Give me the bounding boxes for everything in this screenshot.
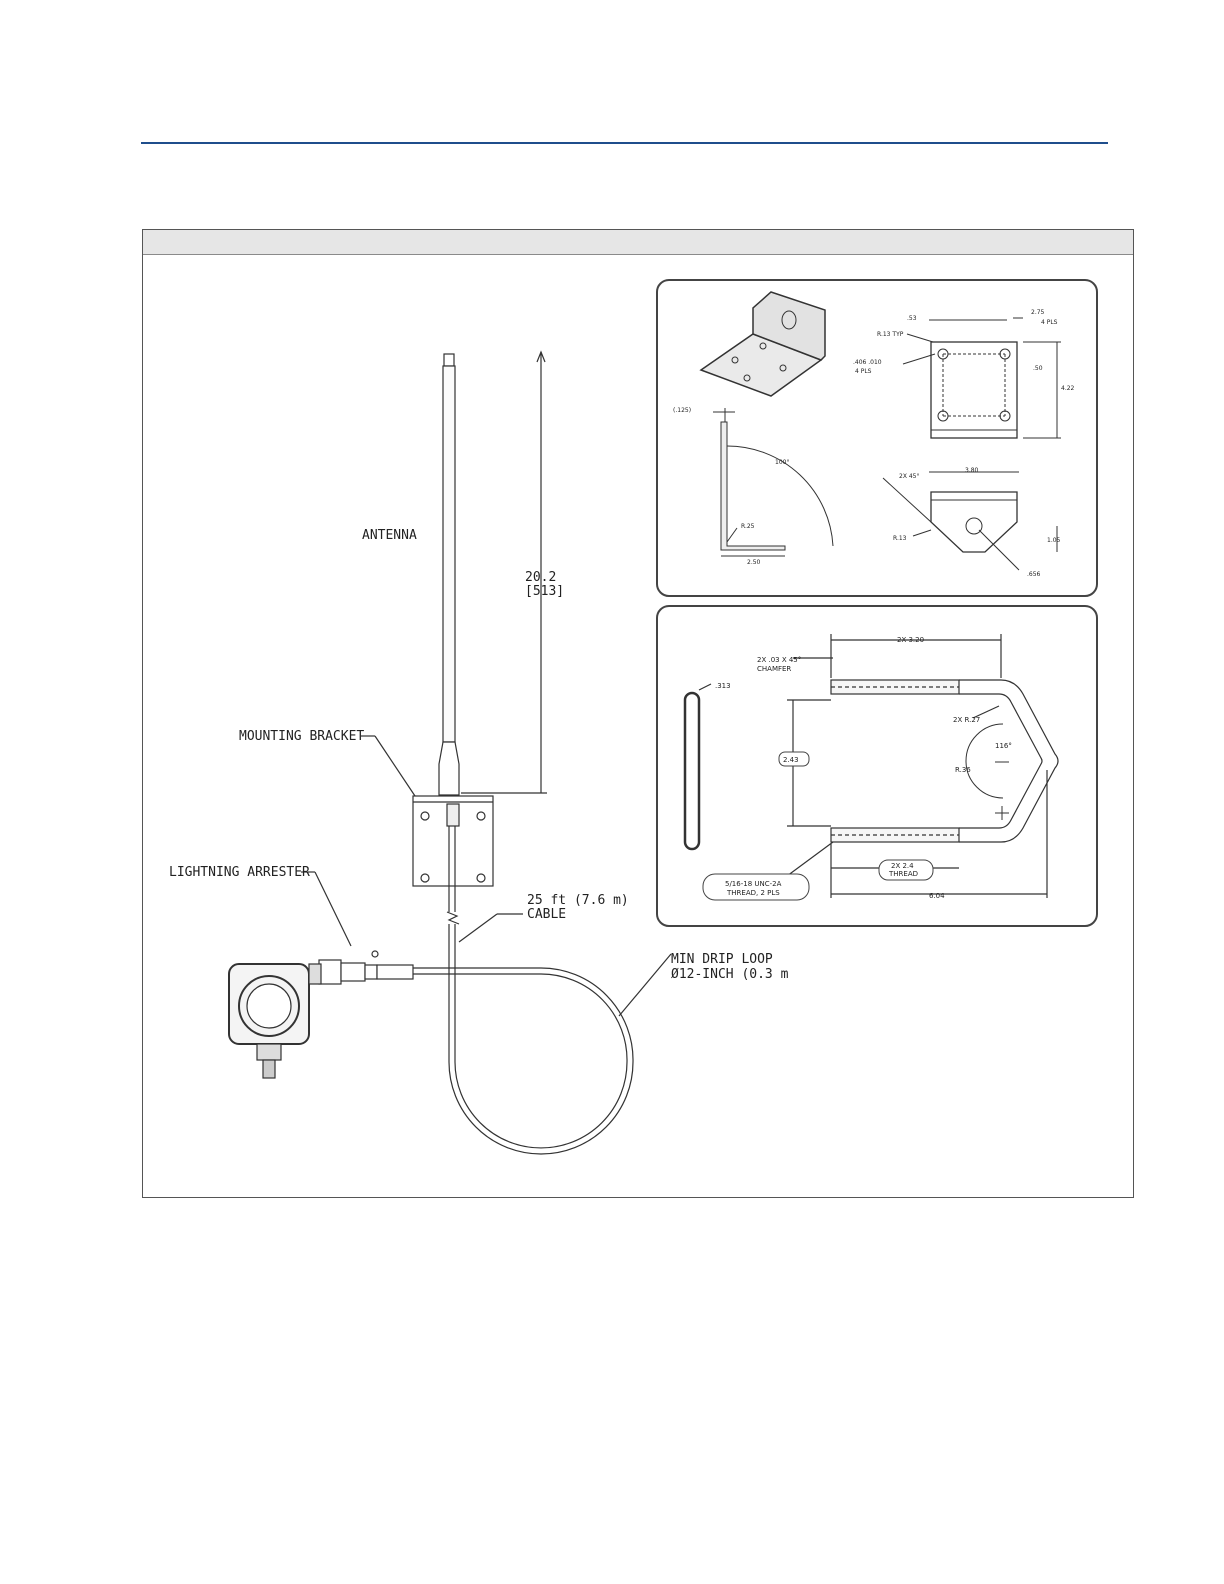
cable-break (446, 911, 460, 925)
cable-length-label: 25 ft (7.6 m) (527, 893, 629, 908)
transmitter-process-connection (262, 1059, 276, 1079)
dim-2-75: 2.75 (1031, 309, 1045, 316)
dim-r36: R.36 (955, 766, 971, 774)
antenna-label: ANTENNA (362, 528, 417, 543)
cable-label: CABLE (527, 907, 566, 922)
drip-loop-size: Ø12-INCH (0.3 m (671, 967, 789, 982)
drip-leader (618, 953, 672, 1017)
transmitter-display (238, 975, 300, 1037)
dim-4pls-b: 4 PLS (855, 368, 872, 375)
dim-chamfer-label: CHAMFER (757, 665, 791, 673)
antenna-base (438, 741, 460, 796)
mounting-bracket-label: MOUNTING BRACKET (239, 729, 364, 744)
dim-2-43: 2.43 (783, 756, 799, 764)
figure-frame: ANTENNA 20.2 [513] MOUNTING BRACKET LIGH… (142, 229, 1134, 1198)
dim-4pls-a: 4 PLS (1041, 319, 1058, 326)
drip-loop-inner (454, 973, 628, 1149)
dim-2-50: 2.50 (747, 559, 761, 566)
thread-spec-qty: THREAD, 2 PLS (726, 889, 780, 897)
dim-r25: R.25 (741, 523, 755, 530)
dim-116-deg: 116° (995, 742, 1012, 750)
bracket-iso-flange (752, 291, 826, 361)
dim-r13: R.13 (893, 535, 907, 542)
header-rule (141, 142, 1108, 144)
height-dim-arrow-top (536, 350, 546, 363)
bracket-connector (446, 803, 460, 827)
dim-2x-2-4: 2X 2.4 (891, 862, 914, 870)
bracket-top-view (930, 341, 1018, 439)
dim-1-05: 1.05 (1047, 537, 1061, 544)
bracket-side-profile (720, 421, 786, 551)
dim-2x45: 2X 45° (899, 473, 919, 480)
bracket-hole (476, 811, 486, 821)
dim-100-deg: 100° (775, 459, 789, 466)
drip-loop-label: MIN DRIP LOOP (671, 952, 773, 967)
dim-50: .50 (1033, 365, 1043, 372)
dim-125: (.125) (673, 407, 691, 414)
bracket-hole (420, 811, 430, 821)
figure-caption-bar (143, 230, 1133, 255)
bracket-hole (476, 873, 486, 883)
cable-leader (458, 913, 498, 943)
height-metric: [513] (525, 584, 564, 599)
dim-thread: THREAD (888, 870, 918, 878)
height-value: 20.2 (525, 570, 556, 585)
antenna-installation-drawing: ANTENNA 20.2 [513] MOUNTING BRACKET LIGH… (169, 279, 1098, 1155)
antenna-tip (443, 353, 455, 367)
arrester-leader (314, 871, 352, 947)
dim-53: .53 (907, 315, 917, 322)
angle-arc (726, 445, 834, 547)
thread-spec: 5/16-18 UNC-2A (725, 880, 782, 888)
dim-6-04: 6.04 (929, 892, 945, 900)
bracket-hole (420, 873, 430, 883)
dim-r13-typ: R.13 TYP (877, 331, 904, 338)
bracket-leader (374, 735, 416, 797)
dim-3-80: 3.80 (965, 467, 979, 474)
lightning-arrester (318, 959, 342, 985)
ubolt-detail-panel (656, 605, 1098, 927)
dim-4-22: 4.22 (1061, 385, 1075, 392)
ubolt-bend-inner (959, 693, 1043, 829)
dim-2x-r27: 2X R.27 (953, 716, 980, 724)
dim-2x-3-20: 2X 3.20 (897, 636, 924, 644)
dim-313: .313 (715, 682, 731, 690)
transmitter-neck (256, 1043, 282, 1061)
ubolt-rod-side (683, 691, 701, 851)
ubolt-bend-outer (959, 679, 1059, 843)
dim-hole-dia: .406 .010 (853, 359, 882, 366)
antenna-mast (442, 365, 456, 743)
drip-loop-outer (448, 967, 634, 1155)
lightning-arrester-label: LIGHTNING ARRESTER (169, 865, 310, 880)
dim-chamfer: 2X .03 X 45° (757, 656, 801, 664)
mounting-bracket-plate (412, 795, 494, 887)
dim-hole-656: .656 (1027, 571, 1041, 578)
